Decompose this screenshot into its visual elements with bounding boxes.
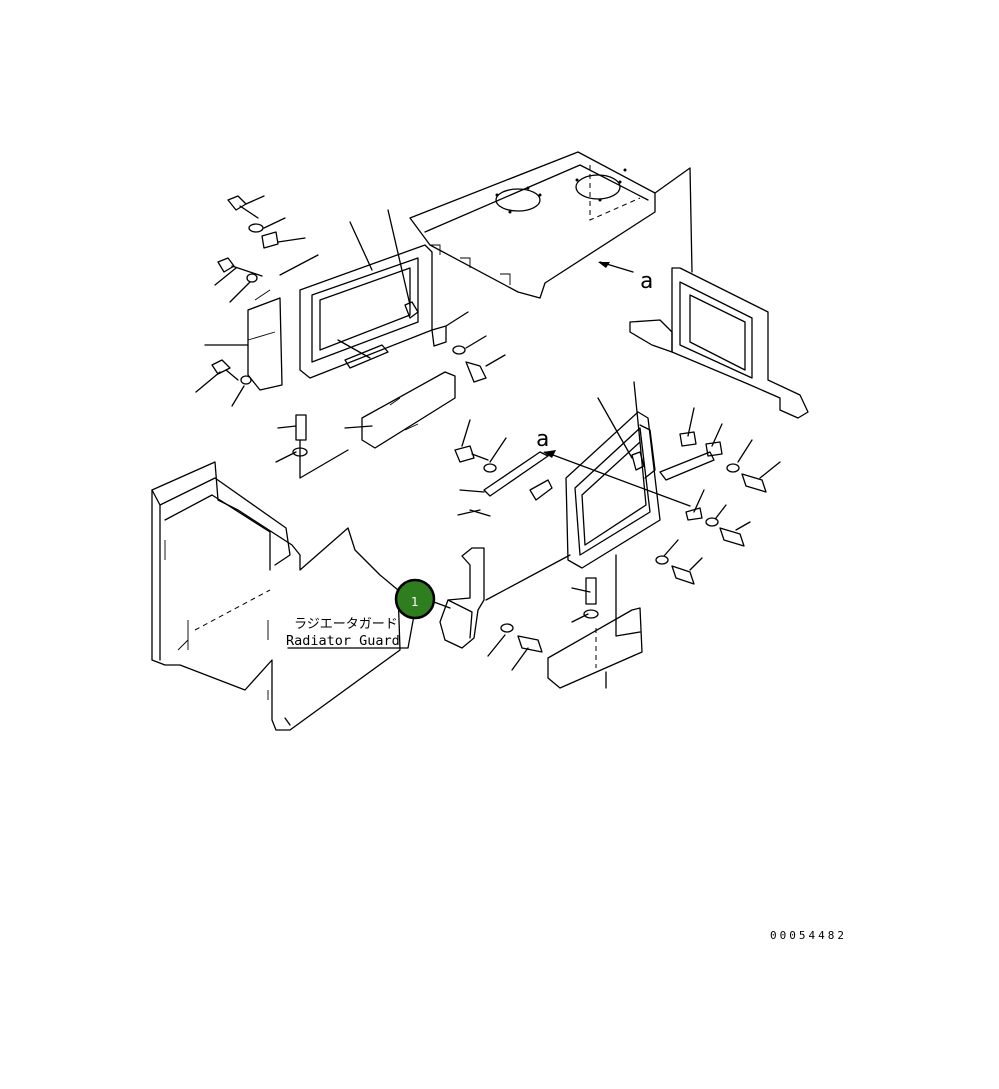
leader-top-cover [654, 167, 693, 273]
left-lower-plate [299, 371, 456, 479]
right-lower-plate [547, 554, 643, 689]
top-cover-plate [409, 151, 656, 299]
callout-marker-1[interactable]: 1 [394, 578, 451, 620]
guard-label-english: Radiator Guard [286, 633, 400, 649]
left-upper-panel [247, 244, 433, 391]
radiator-guard-label: ラジエータガード Radiator Guard [286, 609, 416, 649]
bolt-group-left-upper-right [404, 301, 506, 383]
leaders-right [571, 381, 781, 689]
right-middle-panel [565, 411, 715, 569]
callout-circle[interactable] [394, 578, 436, 620]
right-frame-bracket [629, 267, 809, 419]
callout-number: 1 [411, 595, 419, 609]
middle-bracket [439, 547, 571, 649]
view-arrow-mid: a [536, 427, 691, 507]
guard-label-japanese: ラジエータガード [294, 617, 398, 632]
bolt-group-left-upper [211, 195, 308, 457]
radiator-guard-housing [151, 461, 401, 731]
view-letter-top: a [640, 269, 653, 294]
view-arrow-top: a [598, 261, 653, 294]
bolt-group-middle [454, 419, 553, 671]
drawing-number: 00054482 [770, 929, 847, 942]
leaders-left-upper [195, 195, 411, 463]
view-letter-mid: a [536, 427, 549, 452]
